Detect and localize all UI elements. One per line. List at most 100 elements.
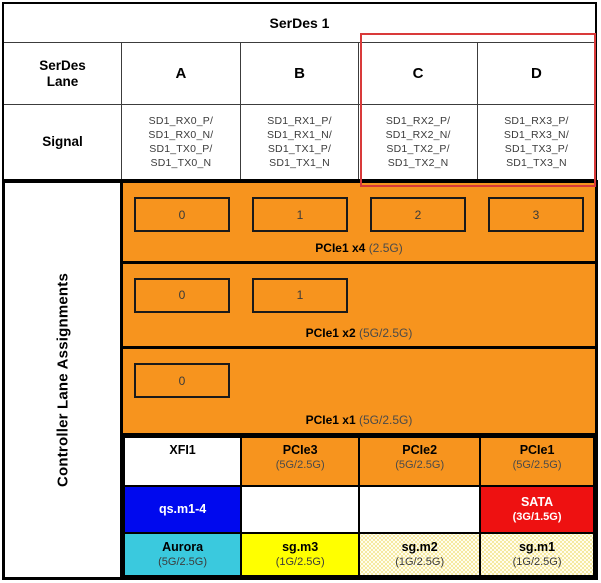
- band-speed: (5G/2.5G): [359, 326, 413, 341]
- signal-line: SD1_RX1_N/: [266, 129, 332, 141]
- serdes-title-row: SerDes 1: [2, 2, 597, 43]
- grid-cell-empty: [240, 485, 361, 534]
- lane-header-a: A: [121, 42, 241, 105]
- lane-header-d: D: [476, 42, 597, 105]
- signal-line: SD1_TX3_N: [506, 157, 567, 169]
- signal-line: SD1_RX1_P/: [267, 115, 332, 127]
- lane-slot-row: 0 1: [123, 277, 595, 313]
- controller-lane-assignments-sidebar: Controller Lane Assignments: [5, 183, 123, 577]
- lane-box-0: 0: [134, 197, 230, 232]
- lane-slot-row: 0 1 2 3: [123, 197, 595, 232]
- cell-subtitle: (5G/2.5G): [512, 459, 562, 471]
- lane-slot-row: 0: [123, 363, 595, 399]
- controller-grid: XFI1 PCIe3 (5G/2.5G) PCIe2 (5G/2.5G) PCI…: [122, 436, 595, 577]
- signal-cell-d: SD1_RX3_P/ SD1_RX3_N/ SD1_TX3_P/ SD1_TX3…: [476, 104, 597, 181]
- cell-subtitle: (3G/1.5G): [512, 511, 562, 523]
- controller-lane-assignments-label: Controller Lane Assignments: [54, 272, 71, 488]
- grid-cell-pcie1: PCIe1 (5G/2.5G): [479, 436, 595, 487]
- signal-row-label: Signal: [2, 104, 123, 181]
- lane-header-row: SerDes Lane A B C D: [2, 42, 597, 105]
- lane-slot-d: [477, 278, 595, 313]
- cell-title: XFI1: [169, 443, 196, 457]
- signal-line: SD1_RX0_N/: [148, 129, 214, 141]
- cell-subtitle: (1G/2.5G): [275, 556, 325, 568]
- cell-subtitle: (5G/2.5G): [395, 459, 445, 471]
- lane-slot-b: 1: [241, 277, 359, 313]
- cell-title: qs.m1-4: [158, 502, 207, 516]
- cell-title: PCIe2: [402, 443, 438, 457]
- lane-box-0: 0: [134, 277, 230, 313]
- signal-line: SD1_RX3_P/: [504, 115, 569, 127]
- controller-grid-row-2: qs.m1-4 SATA (3G/1.5G): [122, 485, 595, 534]
- lane-slot-a: 0: [123, 363, 241, 399]
- cell-subtitle: (1G/2.5G): [395, 556, 445, 568]
- band-name: PCIe1 x1: [305, 413, 356, 427]
- grid-cell-xfi1: XFI1: [122, 436, 243, 487]
- serdes-title: SerDes 1: [2, 2, 597, 43]
- band-pcie1-x1: 0 PCIe1 x1 (5G/2.5G): [123, 349, 595, 436]
- band-speed: (5G/2.5G): [359, 413, 413, 427]
- cell-subtitle: (5G/2.5G): [275, 459, 325, 471]
- signal-cell-b: SD1_RX1_P/ SD1_RX1_N/ SD1_TX1_P/ SD1_TX1…: [239, 104, 360, 181]
- lane-box-1: 1: [252, 277, 348, 313]
- signal-line: SD1_RX2_N/: [385, 129, 451, 141]
- serdes-header-table: SerDes 1 SerDes Lane A B C D Signal SD1_…: [2, 2, 597, 181]
- cell-title: PCIe1: [519, 443, 555, 457]
- signal-line: SD1_TX0_N: [150, 157, 212, 169]
- cell-title: Aurora: [162, 540, 204, 554]
- lane-row-label-line1: SerDes: [39, 57, 86, 73]
- signal-line: SD1_TX1_P/: [267, 143, 332, 155]
- lane-box-3: 3: [488, 197, 584, 232]
- cell-title: sg.m3: [282, 540, 319, 554]
- controller-grid-row-1: XFI1 PCIe3 (5G/2.5G) PCIe2 (5G/2.5G) PCI…: [122, 436, 595, 487]
- signal-row: Signal SD1_RX0_P/ SD1_RX0_N/ SD1_TX0_P/ …: [2, 104, 597, 181]
- signal-line: SD1_RX0_P/: [148, 115, 214, 127]
- lane-box-2: 2: [370, 197, 466, 232]
- band-label-pcie1-x4: PCIe1 x4 (2.5G): [123, 241, 595, 255]
- lane-box-1: 1: [252, 197, 348, 232]
- band-pcie1-x4: 0 1 2 3 PCIe1 x4 (2.5G): [123, 183, 595, 264]
- lane-box-0: 0: [134, 363, 230, 399]
- lane-slot-b: 1: [241, 197, 359, 232]
- lane-header-b: B: [239, 42, 360, 105]
- signal-line: SD1_RX3_N/: [503, 129, 569, 141]
- grid-cell-qsm1-4: qs.m1-4: [122, 485, 243, 534]
- grid-cell-sata: SATA (3G/1.5G): [479, 485, 595, 534]
- grid-cell-sgm1: sg.m1 (1G/2.5G): [479, 532, 595, 577]
- grid-cell-sgm3: sg.m3 (1G/2.5G): [240, 532, 361, 577]
- lane-slot-d: 3: [477, 197, 595, 232]
- lane-row-label-line2: Lane: [46, 73, 79, 89]
- signal-line: SD1_TX2_P/: [386, 143, 450, 155]
- lane-slot-a: 0: [123, 197, 241, 232]
- band-name: PCIe1 x4: [315, 240, 366, 255]
- lane-slot-c: [359, 278, 477, 313]
- signal-line: SD1_TX2_N: [387, 157, 449, 169]
- grid-cell-pcie2: PCIe2 (5G/2.5G): [358, 436, 482, 487]
- cell-subtitle: (1G/2.5G): [512, 556, 562, 568]
- controller-lane-assignments-block: Controller Lane Assignments 0 1 2 3 PCIe…: [2, 180, 598, 580]
- lane-slot-d: [477, 363, 595, 398]
- band-label-pcie1-x1: PCIe1 x1 (5G/2.5G): [123, 413, 595, 427]
- controller-grid-row-3: Aurora (5G/2.5G) sg.m3 (1G/2.5G) sg.m2 (…: [122, 532, 595, 577]
- signal-line: SD1_RX2_P/: [385, 115, 451, 127]
- grid-cell-sgm2: sg.m2 (1G/2.5G): [358, 532, 482, 577]
- lane-row-label: SerDes Lane: [2, 42, 123, 105]
- signal-line: SD1_TX0_P/: [149, 143, 213, 155]
- grid-cell-aurora: Aurora (5G/2.5G): [122, 532, 243, 577]
- band-name: PCIe1 x2: [305, 326, 356, 341]
- cell-title: sg.m2: [401, 540, 438, 554]
- grid-cell-empty: [358, 485, 482, 534]
- cell-subtitle: (5G/2.5G): [158, 556, 208, 568]
- band-speed: (2.5G): [368, 240, 403, 255]
- signal-line: SD1_TX1_N: [269, 157, 330, 169]
- lane-assignment-content: 0 1 2 3 PCIe1 x4 (2.5G) 0 1 P: [122, 183, 595, 577]
- signal-line: SD1_TX3_P/: [504, 143, 569, 155]
- signal-row-label-text: Signal: [42, 134, 83, 149]
- signal-cell-a: SD1_RX0_P/ SD1_RX0_N/ SD1_TX0_P/ SD1_TX0…: [121, 104, 241, 181]
- band-pcie1-x2: 0 1 PCIe1 x2 (5G/2.5G): [123, 263, 595, 350]
- cell-title: SATA: [520, 495, 554, 509]
- lane-header-c: C: [358, 42, 478, 105]
- band-label-pcie1-x2: PCIe1 x2 (5G/2.5G): [123, 326, 595, 340]
- grid-cell-pcie3: PCIe3 (5G/2.5G): [240, 436, 361, 487]
